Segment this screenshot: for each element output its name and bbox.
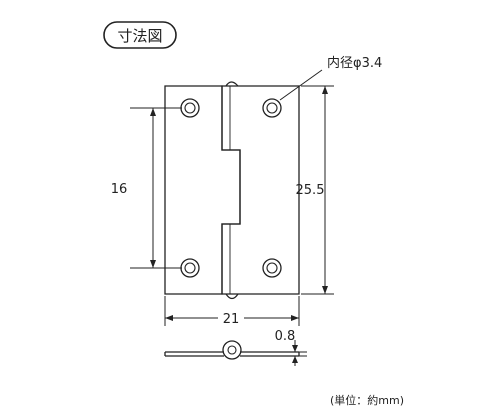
- screw-hole-bottom-right: [262, 258, 282, 278]
- width-dimension: 21: [164, 296, 300, 327]
- hinge-knuckle-bottom-cap: [225, 293, 239, 300]
- title-badge: 寸法図: [103, 21, 177, 49]
- screw-hole-top-right: [262, 98, 282, 118]
- hole-spacing-dimension: 16: [111, 107, 182, 269]
- thickness-label: 0.8: [275, 329, 296, 344]
- hinge-right-leaf: [221, 85, 300, 295]
- screw-hole-bottom-left: [180, 258, 200, 278]
- hole-spacing-label: 16: [111, 182, 128, 197]
- hole-diameter-label: 内径φ3.4: [327, 55, 382, 71]
- width-label: 21: [223, 312, 240, 327]
- hole-diameter-callout: 内径φ3.4: [279, 55, 382, 101]
- hinge-left-leaf: [164, 85, 241, 295]
- title-label: 寸法図: [117, 27, 162, 45]
- thickness-dimension: 0.8: [275, 329, 307, 366]
- height-label: 25.5: [296, 183, 325, 198]
- unit-note: (単位：約mm): [330, 393, 404, 407]
- screw-hole-top-left: [180, 98, 200, 118]
- hinge-knuckle-top-cap: [225, 81, 239, 87]
- hinge-front-view: [164, 81, 300, 300]
- height-dimension: 25.5: [296, 85, 334, 295]
